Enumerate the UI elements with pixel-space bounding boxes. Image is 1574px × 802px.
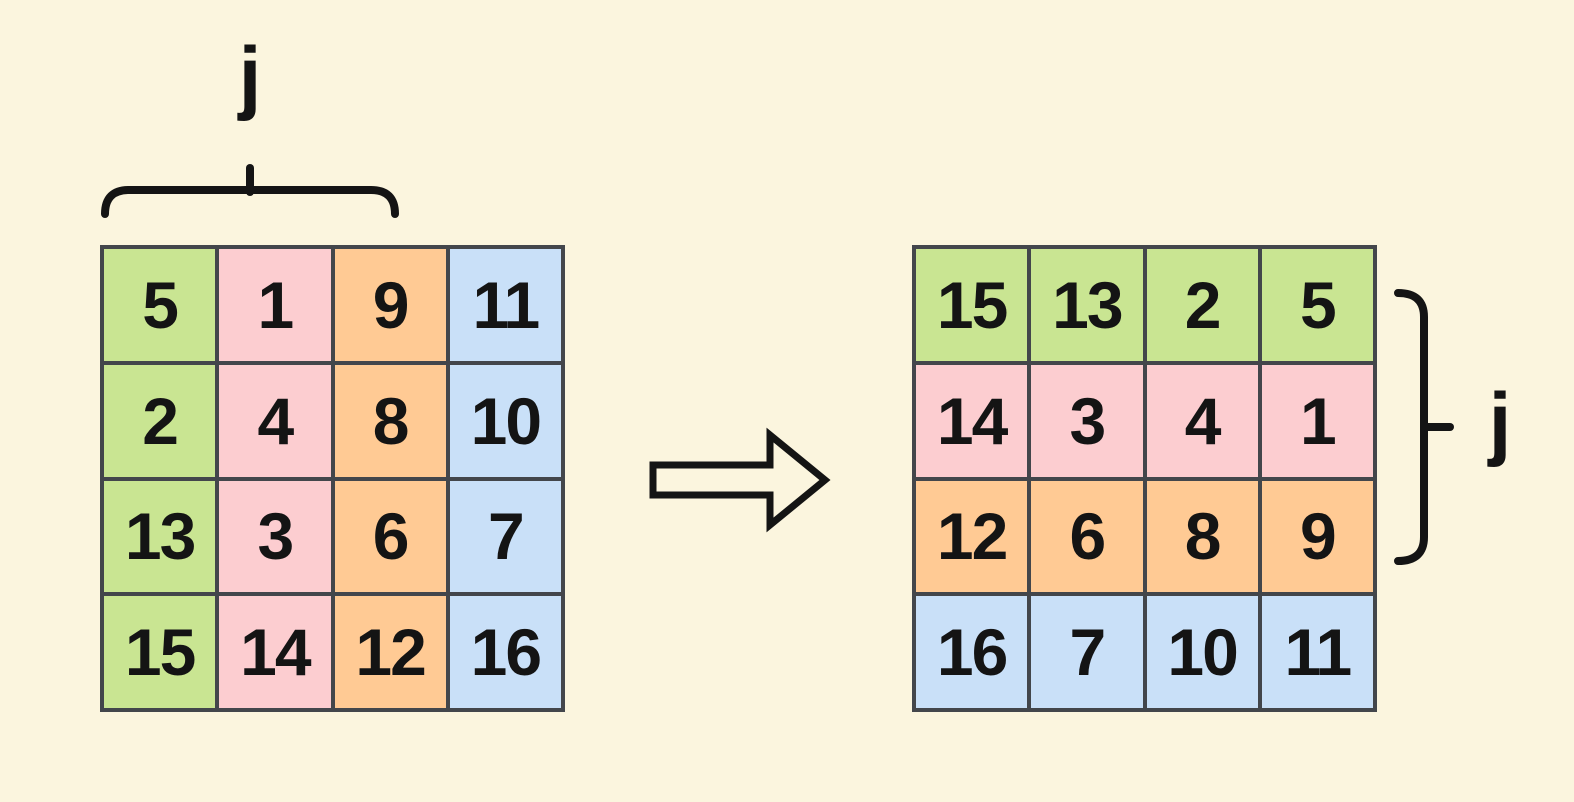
left-grid-cell-r3c2: 3 bbox=[219, 480, 331, 593]
left-grid-cell-r4c4: 16 bbox=[449, 596, 561, 708]
right-grid-cell-r2c2: 3 bbox=[1031, 364, 1143, 477]
column-brace-icon bbox=[101, 164, 399, 218]
left-grid-cell-r1c2: 1 bbox=[219, 249, 331, 361]
left-grid-cell-r1c3: 9 bbox=[334, 249, 446, 361]
right-grid-cell-r1c2: 13 bbox=[1031, 249, 1143, 361]
right-grid-cell-r3c3: 8 bbox=[1146, 480, 1258, 593]
row-index-label: j bbox=[1488, 377, 1512, 468]
left-grid-cell-r2c3: 8 bbox=[334, 364, 446, 477]
row-brace-icon bbox=[1394, 289, 1454, 565]
left-grid-cell-r2c4: 10 bbox=[449, 364, 561, 477]
left-grid-cell-r1c1: 5 bbox=[104, 249, 216, 361]
right-grid-cell-r2c3: 4 bbox=[1146, 364, 1258, 477]
left-grid-cell-r3c4: 7 bbox=[449, 480, 561, 593]
left-grid-cell-r2c1: 2 bbox=[104, 364, 216, 477]
right-grid-cell-r4c3: 10 bbox=[1146, 596, 1258, 708]
left-grid-cell-r1c4: 11 bbox=[449, 249, 561, 361]
right-grid-cell-r3c4: 9 bbox=[1261, 480, 1373, 593]
left-grid-cell-r4c3: 12 bbox=[334, 596, 446, 708]
right-grid-cell-r4c2: 7 bbox=[1031, 596, 1143, 708]
left-grid-cell-r4c1: 15 bbox=[104, 596, 216, 708]
left-grid-cell-r3c3: 6 bbox=[334, 480, 446, 593]
right-grid-cell-r2c1: 14 bbox=[916, 364, 1028, 477]
right-grid-cell-r2c4: 1 bbox=[1261, 364, 1373, 477]
right-grid-cell-r1c1: 15 bbox=[916, 249, 1028, 361]
left-grid-cell-r2c2: 4 bbox=[219, 364, 331, 477]
left-grid-cell-r3c1: 13 bbox=[104, 480, 216, 593]
right-grid-cell-r4c1: 16 bbox=[916, 596, 1028, 708]
left-grid-cell-r4c2: 14 bbox=[219, 596, 331, 708]
right-grid-cell-r1c4: 5 bbox=[1261, 249, 1373, 361]
right-grid-cell-r1c3: 2 bbox=[1146, 249, 1258, 361]
right-grid-cell-r3c1: 12 bbox=[916, 480, 1028, 593]
right-grid-cell-r3c2: 6 bbox=[1031, 480, 1143, 593]
right-grid-cell-r4c4: 11 bbox=[1261, 596, 1373, 708]
right-arrow-icon bbox=[649, 427, 831, 533]
column-index-label: j bbox=[238, 31, 262, 122]
